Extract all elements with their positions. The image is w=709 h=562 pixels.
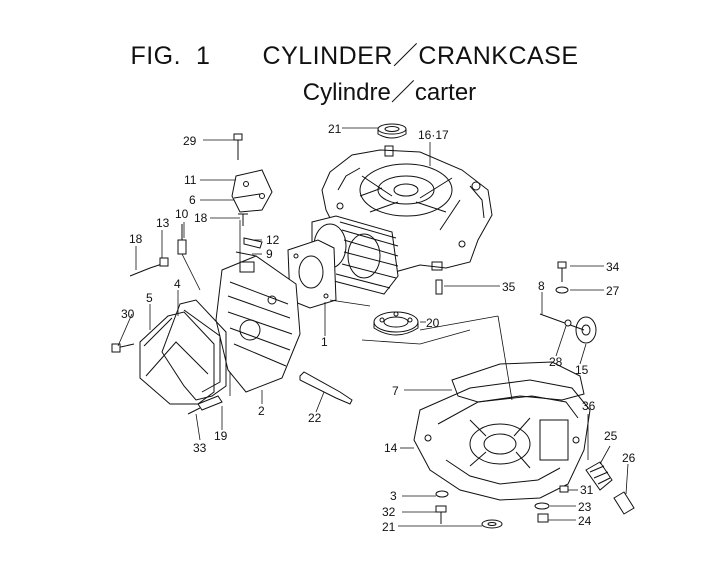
callout-16-17: 16·17	[418, 128, 449, 142]
callout-29: 29	[183, 134, 197, 148]
callout-33: 33	[193, 441, 207, 455]
callout-18-upper: 18	[194, 211, 208, 225]
callout-32: 32	[382, 505, 396, 519]
callout-34: 34	[606, 260, 620, 274]
callout-13: 13	[156, 216, 170, 230]
bolt-31-part	[559, 485, 569, 493]
governor-shaft-part	[539, 313, 585, 331]
callout-8: 8	[538, 279, 545, 293]
baffle-plate-part	[231, 169, 273, 213]
callout-5: 5	[146, 291, 153, 305]
callout-21-bottom: 21	[382, 520, 396, 534]
title-english: CYLINDER／CRANKCASE	[262, 42, 579, 70]
bolt-32-part	[435, 505, 447, 524]
dipstick-cap-part	[613, 491, 635, 515]
callout-1: 1	[321, 335, 328, 349]
tube-part	[299, 371, 353, 405]
callout-27: 27	[606, 284, 620, 298]
callout-12: 12	[266, 233, 280, 247]
dowel-pin-part	[435, 279, 443, 295]
figure-subtitle: Cylindre／carter	[0, 72, 709, 107]
cylinder-head-part	[215, 255, 301, 393]
leader-lines	[117, 127, 629, 527]
callout-4: 4	[174, 277, 181, 291]
callout-18-lower: 18	[129, 232, 143, 246]
figure-title: FIG. 1 CYLINDER／CRANKCASE	[0, 36, 709, 72]
head-cover-gasket-part	[161, 299, 227, 401]
callout-labels: 29 21 16·17 11 6 18 10 13 18 12 9 35 34 …	[121, 122, 636, 534]
callout-14: 14	[384, 441, 398, 455]
fig-number: 1	[195, 42, 211, 70]
callout-35: 35	[502, 280, 516, 294]
washer-27-part	[555, 286, 569, 294]
callout-22: 22	[308, 411, 322, 425]
fastener-parts	[111, 213, 263, 415]
callout-15: 15	[575, 363, 589, 377]
callout-9: 9	[266, 247, 273, 261]
callout-36: 36	[582, 399, 596, 413]
oil-filler-part	[585, 461, 613, 491]
title-french: Cylindre／carter	[302, 79, 477, 106]
governor-gear-part	[575, 316, 597, 344]
cover-gasket-part	[451, 361, 585, 403]
bolt-34-part	[557, 261, 567, 282]
callout-23: 23	[578, 500, 592, 514]
crankcase-cover-part	[413, 379, 591, 501]
callout-20: 20	[426, 316, 440, 330]
callout-21-top: 21	[328, 122, 342, 136]
oil-seal-top-part	[377, 123, 407, 139]
bearing-part	[373, 311, 419, 336]
callout-26: 26	[622, 451, 636, 465]
plug-24-part	[537, 513, 549, 523]
callout-19: 19	[214, 429, 228, 443]
callout-31: 31	[580, 483, 594, 497]
oil-seal-bottom-part	[481, 519, 503, 529]
callout-25: 25	[604, 429, 618, 443]
callout-11: 11	[184, 173, 197, 187]
head-cover-part	[139, 311, 215, 405]
bolt-29-part	[233, 133, 243, 160]
callout-24: 24	[578, 514, 592, 528]
callout-28: 28	[549, 355, 563, 369]
callout-3: 3	[390, 489, 397, 503]
callout-7: 7	[392, 384, 399, 398]
callout-2: 2	[258, 404, 265, 418]
callout-6: 6	[189, 193, 196, 207]
washer-28-part	[564, 319, 572, 327]
fig-label: FIG.	[130, 42, 182, 70]
callout-30: 30	[121, 307, 135, 321]
washer-3-part	[435, 490, 449, 498]
callout-10: 10	[175, 207, 189, 221]
washer-23-part	[534, 502, 550, 510]
